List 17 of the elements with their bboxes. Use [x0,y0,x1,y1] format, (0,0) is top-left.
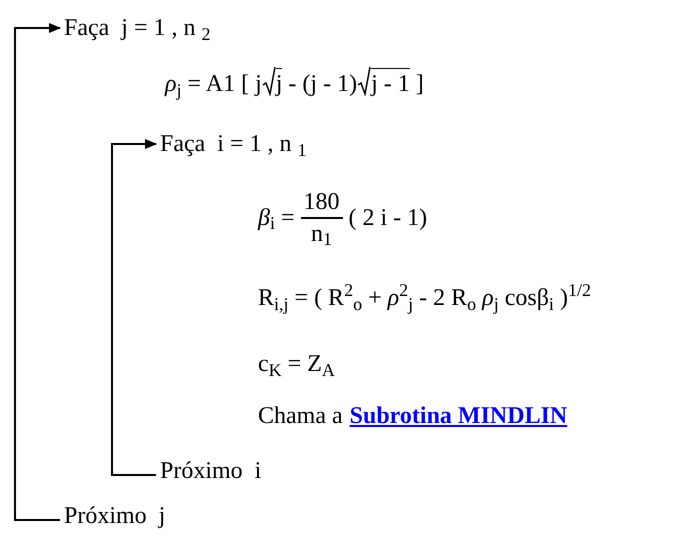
formula: ( 2 i - 1) [348,206,428,230]
fraction-numerator: 180 [304,190,340,217]
formula: j - 1 [371,68,410,96]
formula: β$_{i}$ = [258,206,295,230]
loop-statement: Faça j = 1 , n $_{2}$ [64,12,211,44]
loop-statement: Próximo j [64,500,166,532]
call-text: Chama a [258,404,343,428]
link: Subrotina MINDLIN [350,404,568,428]
fraction-denominator: n$_{1}$ [311,220,332,246]
loop-statement: Faça i = 1 , n $_{1}$ [160,128,307,160]
formula: j [276,68,282,96]
formula: ] [416,72,424,96]
formula: c$_{K}$ = Z$_{A}$ [258,351,335,377]
formula: - (j - 1) [288,72,358,96]
loop-statement: Próximo i [160,455,262,487]
loop-arrow [14,23,61,521]
loop-arrow [111,139,157,476]
